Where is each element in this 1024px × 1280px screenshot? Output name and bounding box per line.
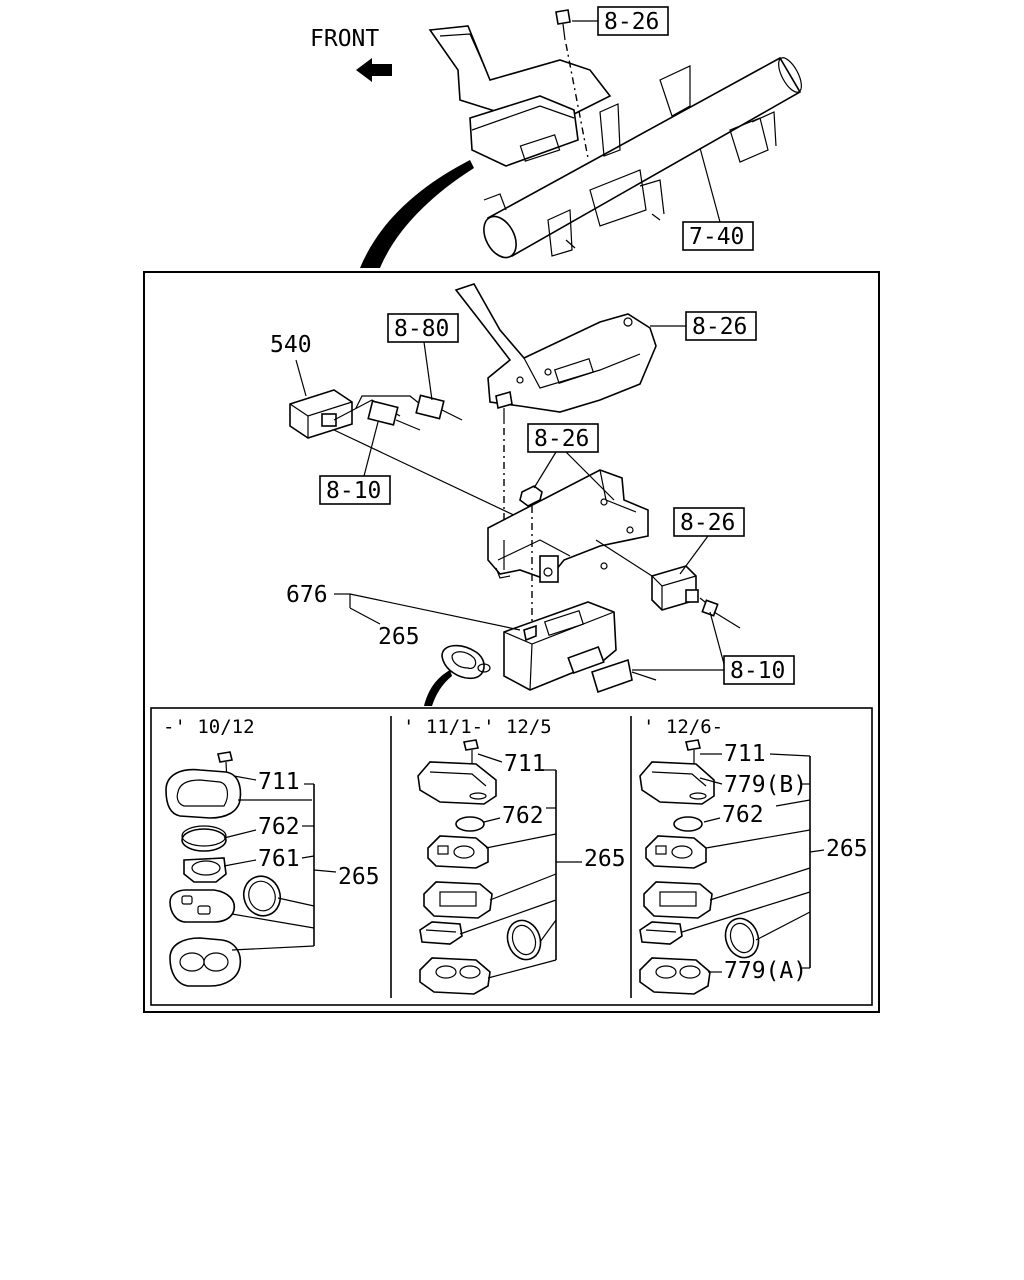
variant-3-label-779a: 779(A) [724, 958, 807, 984]
variant-1: -' 10/12 711 [163, 716, 380, 987]
variant-1-label-711: 711 [258, 769, 300, 795]
variant-1-label-265: 265 [338, 864, 380, 890]
variant-1-label-761: 761 [258, 846, 300, 872]
callout-8-26-a[interactable]: 8-26 [650, 311, 757, 341]
mid-bracket [487, 469, 649, 626]
label-676: 676 [286, 582, 328, 608]
variants-frame [150, 707, 873, 1006]
mounting-bracket-plate [454, 283, 657, 413]
variant-3-label-265: 265 [826, 836, 868, 862]
callout-8-26-c[interactable]: 8-26 [673, 507, 745, 575]
front-label: FRONT [310, 26, 379, 52]
variant-3-label-711: 711 [724, 741, 766, 767]
svg-text:8-26: 8-26 [680, 510, 735, 536]
variant-2-label-711: 711 [504, 751, 546, 777]
callout-8-26-b[interactable]: 8-26 [527, 423, 615, 501]
variant-3: ' 12/6- 711 779(B) 762 [639, 716, 868, 995]
callout-8-80[interactable]: 8-80 [387, 313, 459, 401]
callout-8-10-b[interactable]: 8-10 [632, 611, 795, 685]
detail-frame [143, 271, 880, 1013]
variant-3-period: ' 12/6- [643, 716, 723, 738]
variant-2: ' 11/1-' 12/5 [403, 716, 626, 995]
svg-text:8-26: 8-26 [534, 426, 589, 452]
relay-right [595, 539, 741, 629]
svg-text:8-80: 8-80 [394, 316, 449, 342]
variant-3-label-762: 762 [722, 802, 764, 828]
variant-2-label-265: 265 [584, 846, 626, 872]
svg-text:8-26: 8-26 [604, 9, 659, 35]
svg-text:8-10: 8-10 [326, 478, 381, 504]
plate-bolt [495, 390, 513, 540]
zoom-arrow-small-icon [424, 670, 452, 706]
svg-text:8-10: 8-10 [730, 658, 785, 684]
front-direction-indicator: FRONT [310, 26, 392, 82]
callout-8-10-a[interactable]: 8-10 [319, 421, 391, 505]
label-540: 540 [270, 332, 312, 358]
svg-text:8-26: 8-26 [692, 314, 747, 340]
callout-7-40[interactable]: 7-40 [682, 147, 754, 251]
immobilizer-module [503, 601, 657, 694]
variant-3-label-779b: 779(B) [724, 772, 807, 798]
variant-1-label-762: 762 [258, 814, 300, 840]
zoom-arrow-icon [360, 160, 474, 268]
steering-support-beam [428, 9, 802, 259]
svg-text:7-40: 7-40 [689, 224, 744, 250]
front-arrow-icon [356, 58, 392, 82]
key-fob-265 [441, 644, 491, 680]
variant-1-period: -' 10/12 [163, 716, 255, 738]
variant-2-label-762: 762 [502, 803, 544, 829]
screw-711 [217, 751, 233, 763]
variant-2-period: ' 11/1-' 12/5 [403, 716, 552, 738]
label-265-main: 265 [378, 624, 420, 650]
callout-8-26-top[interactable]: 8-26 [572, 6, 669, 36]
relay-540 [289, 389, 353, 439]
